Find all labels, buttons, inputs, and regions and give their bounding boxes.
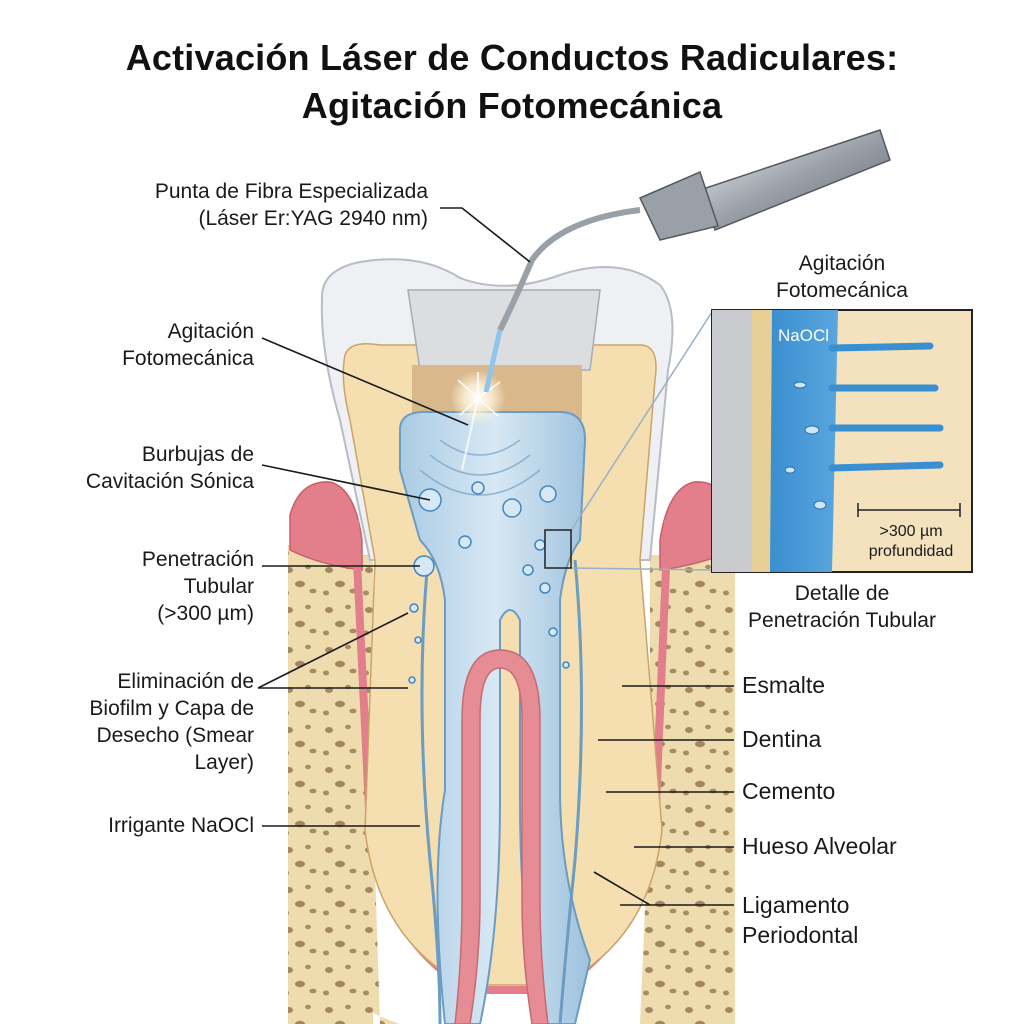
label-periodontal-ligament: Ligamento Periodontal [742,892,859,948]
label-tubular-penetration: Penetración Tubular (>300 µm) [141,548,254,625]
fiber-instrument [483,129,891,393]
label-photomechanical: Agitación Fotomecánica [122,320,254,370]
pulp-chamber-fluid [399,410,592,1024]
label-naocl-irrigant: Irrigante NaOCl [108,814,254,837]
inset-title: Agitación Fotomecánica [776,252,908,302]
diagram-title: Activación Láser de Conductos Radiculare… [0,34,1024,130]
label-cavitation-bubbles: Burbujas de Cavitación Sónica [85,443,254,493]
inset-connector-top [569,311,713,533]
leader-lines [257,207,734,906]
root-canal-left [420,559,442,1024]
inset-depth-label: >300 µm profundidad [868,523,954,560]
label-cementum: Cemento [742,778,836,804]
title-line-2: Agitación Fotomecánica [301,85,723,126]
label-alveolar-bone: Hueso Alveolar [742,833,897,859]
inset-connector-bottom [569,567,713,571]
laser-beam [461,397,479,471]
root-canal-right [558,559,583,1024]
title-line-1: Activación Láser de Conductos Radiculare… [125,37,899,78]
inset-panel [711,309,973,573]
inset-naocl-label: NaOCl [778,326,830,345]
label-enamel: Esmalte [742,672,826,698]
label-fiber-tip: Punta de Fibra Especializada (Láser Er:Y… [154,180,428,230]
inset-caption: Detalle de Penetración Tubular [748,582,936,632]
label-biofilm-removal: Eliminación de Biofilm y Capa de Desecho… [89,670,254,774]
gum-left [289,481,363,571]
access-cavity [407,289,601,371]
label-dentin: Dentina [742,726,822,752]
inset-source-box [544,529,572,569]
acoustic-waves [419,439,541,496]
pulp-tissue [454,649,549,1024]
